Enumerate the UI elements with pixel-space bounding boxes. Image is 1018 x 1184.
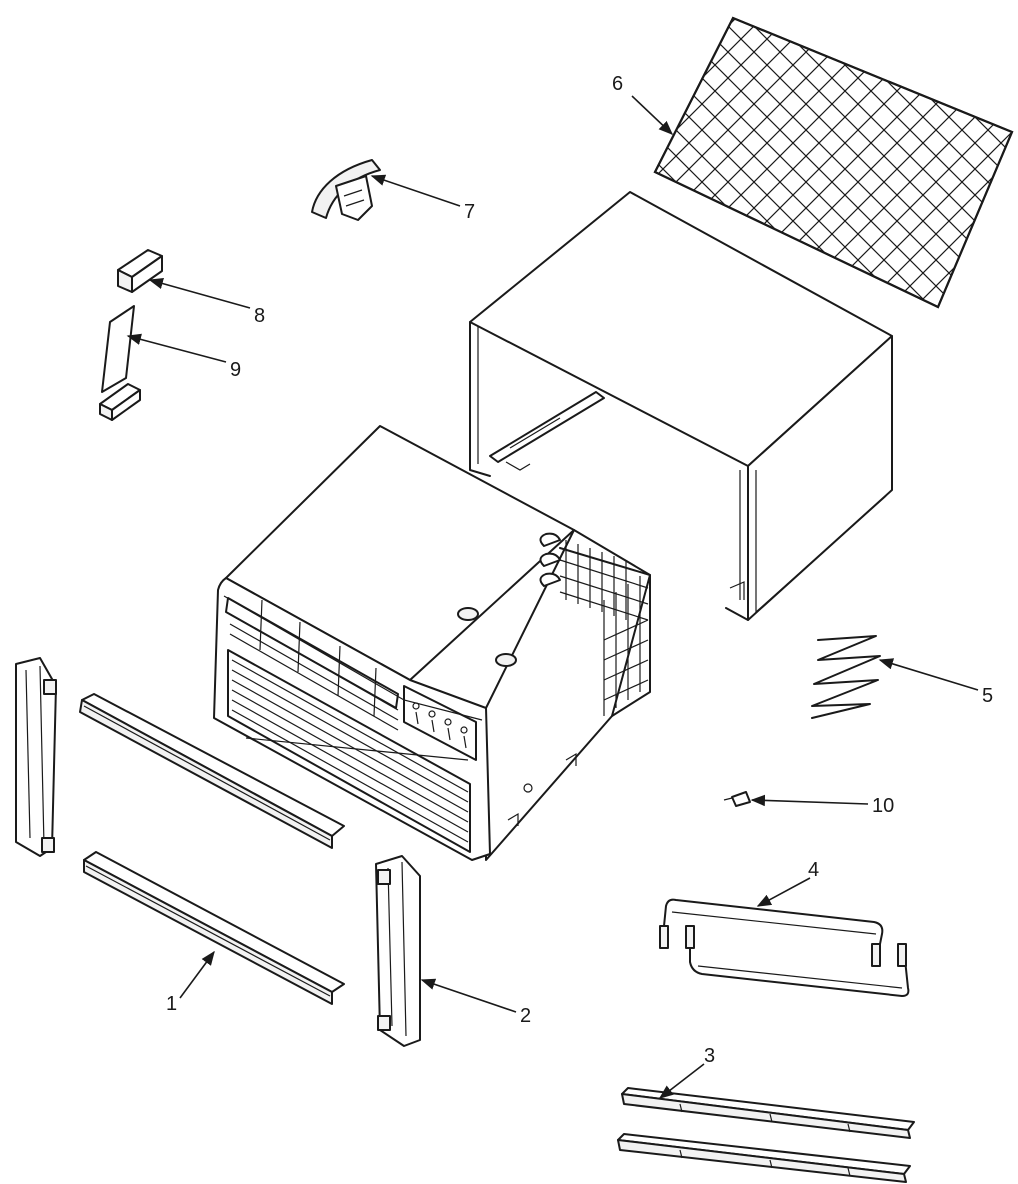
- leader-10: [750, 794, 869, 807]
- part-7-knob: [311, 159, 381, 221]
- leader-4: [756, 877, 811, 907]
- part-3-sill-rails: [617, 1087, 915, 1183]
- leader-7: [370, 174, 461, 207]
- part-5-spring: [811, 635, 881, 719]
- callout-8: 8: [254, 305, 265, 327]
- cabinet-sleeve: [469, 191, 893, 621]
- part-4-bracket: [659, 898, 910, 997]
- leader-lines: [126, 95, 979, 1099]
- leader-2: [420, 978, 517, 1013]
- callout-4: 4: [808, 859, 819, 881]
- part-1-bottom-rail: [83, 851, 345, 1005]
- side-curtain-frame-left: [15, 657, 57, 857]
- callout-2: 2: [520, 1005, 531, 1027]
- top-rail: [79, 693, 345, 849]
- callout-10: 10: [872, 795, 894, 817]
- callout-5: 5: [982, 685, 993, 707]
- leader-8: [148, 277, 251, 309]
- leader-9: [126, 333, 227, 363]
- leader-5: [878, 658, 979, 691]
- part-2-side-curtain-frame: [375, 855, 421, 1047]
- callout-3: 3: [704, 1045, 715, 1067]
- part-9-panel: [99, 305, 141, 421]
- callout-9: 9: [230, 359, 241, 381]
- condenser-coil: [539, 532, 651, 717]
- leader-1: [179, 950, 215, 999]
- part-10-clip: [723, 791, 751, 807]
- part-8-block: [117, 249, 163, 293]
- ac-chassis: [213, 425, 651, 861]
- callout-labels: 6 7 8 9 5 10 4 1 2 3: [166, 73, 993, 1067]
- callout-1: 1: [166, 993, 177, 1015]
- leader-6: [631, 95, 674, 135]
- callout-7: 7: [464, 201, 475, 223]
- leader-3: [658, 1063, 705, 1099]
- callout-6: 6: [612, 73, 623, 95]
